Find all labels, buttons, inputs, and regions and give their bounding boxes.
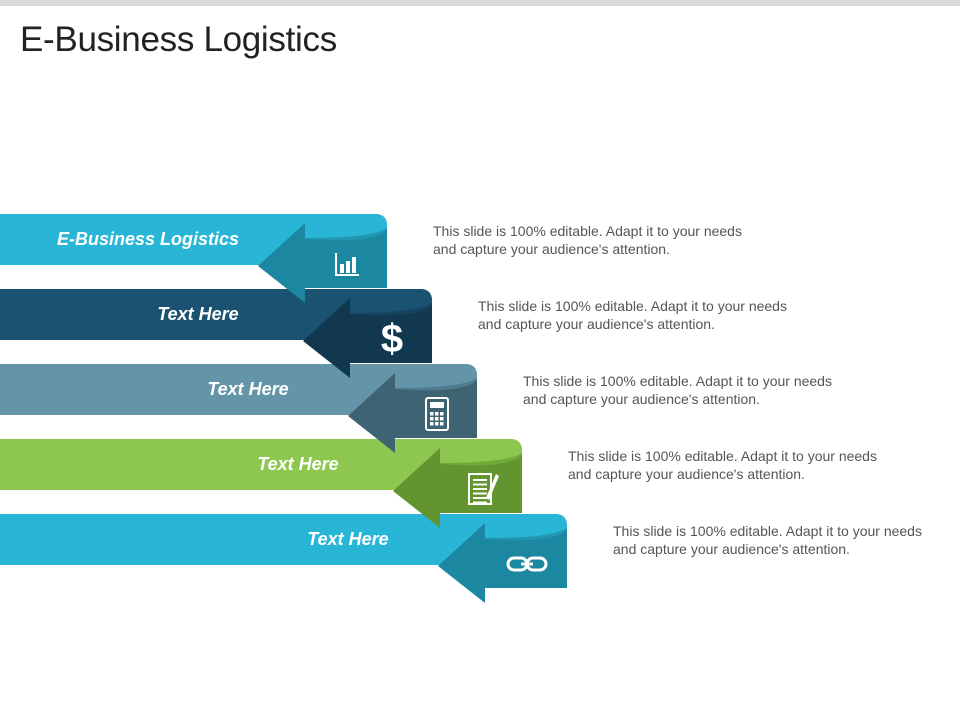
bar-chart-icon (335, 253, 359, 276)
ribbon-arrow (303, 298, 432, 378)
ribbon-arrow (438, 523, 567, 603)
svg-text:$: $ (381, 317, 403, 361)
step-description: This slide is 100% editable. Adapt it to… (478, 298, 787, 332)
ribbon-arrow (393, 448, 522, 528)
band-label: Text Here (157, 304, 238, 324)
band-label: E-Business Logistics (57, 229, 239, 249)
notepad-icon (468, 473, 499, 505)
step-description: This slide is 100% editable. Adapt it to… (433, 223, 742, 257)
step-description: This slide is 100% editable. Adapt it to… (523, 373, 832, 407)
ribbon-arrow (348, 373, 477, 453)
band-label: Text Here (207, 379, 288, 399)
ribbon-band (0, 439, 522, 490)
top-bar (0, 0, 960, 6)
ribbon-step-3: Text Here (0, 364, 477, 453)
ribbon-step-5: Text Here (0, 514, 567, 603)
calculator-icon (425, 397, 449, 431)
step-description: This slide is 100% editable. Adapt it to… (613, 523, 922, 557)
ribbon-band (0, 514, 567, 565)
ribbon-arrow (258, 223, 387, 303)
band-label: Text Here (257, 454, 338, 474)
slide-title: E-Business Logistics (20, 20, 337, 59)
link-icon (506, 556, 548, 572)
step-description: This slide is 100% editable. Adapt it to… (568, 448, 877, 482)
dollar-icon: $ (381, 317, 403, 361)
ribbon-step-2: $ Text Here (0, 289, 432, 378)
ribbon-band (0, 364, 477, 415)
ribbon-step-1: E-Business Logistics (0, 214, 387, 303)
band-label: Text Here (307, 529, 388, 549)
ribbon-step-4: Text Here (0, 439, 522, 528)
